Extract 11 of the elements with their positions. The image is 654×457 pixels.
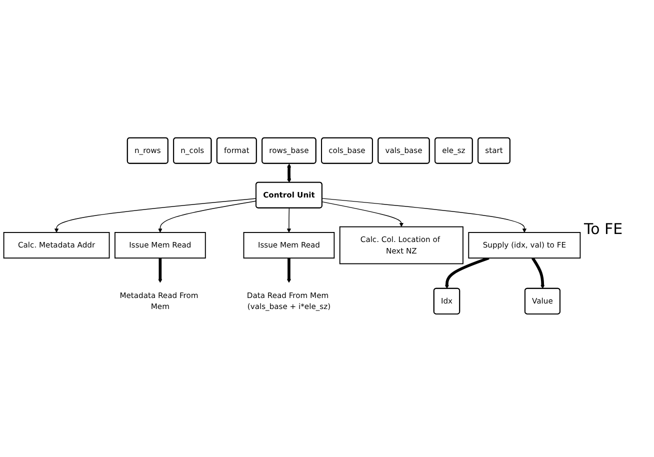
arrow <box>322 198 526 232</box>
arrow <box>286 208 292 232</box>
arrow <box>287 163 292 183</box>
arrow <box>158 258 162 283</box>
arrow <box>286 258 292 283</box>
arrow <box>444 256 490 289</box>
arrow <box>322 201 404 227</box>
arrow <box>531 257 545 289</box>
arrow <box>54 198 257 232</box>
arrow <box>158 200 257 232</box>
note-text: To FE <box>584 220 624 238</box>
